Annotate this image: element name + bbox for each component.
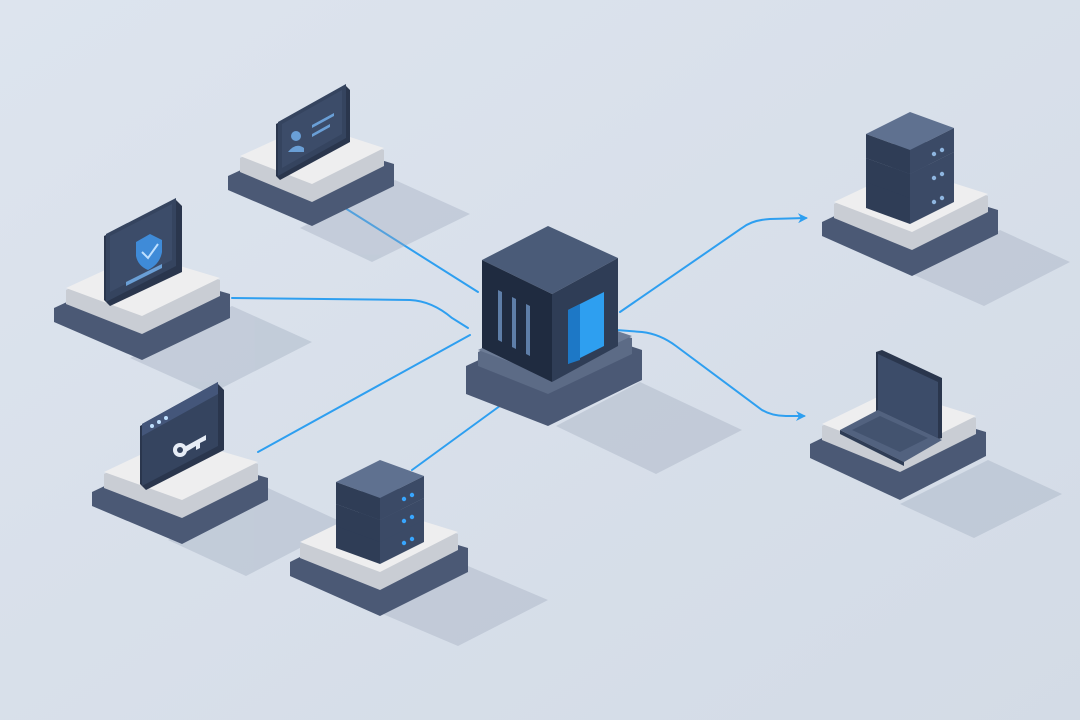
shadow-identity bbox=[300, 180, 470, 262]
shadow-datacenter bbox=[912, 230, 1070, 306]
server-stack-icon[interactable] bbox=[336, 460, 424, 564]
shadows bbox=[130, 180, 1070, 646]
shield-check-icon[interactable] bbox=[104, 198, 182, 306]
laptop-icon[interactable] bbox=[840, 350, 942, 466]
shadow-client bbox=[900, 460, 1062, 538]
shadow-security bbox=[130, 306, 312, 394]
key-window-icon[interactable] bbox=[140, 382, 224, 490]
edge-hub-datacenter[interactable] bbox=[619, 213, 808, 313]
edge-identity-hub bbox=[344, 207, 479, 293]
gateway-cube-icon[interactable] bbox=[482, 226, 618, 382]
edge-hub-client[interactable] bbox=[615, 329, 806, 421]
shadow-hub bbox=[556, 382, 742, 474]
shadow-storage bbox=[378, 566, 548, 646]
connectors bbox=[231, 207, 808, 471]
edge-credentials-hub bbox=[257, 334, 471, 453]
edge-security-hub bbox=[231, 297, 469, 329]
server-stack-icon[interactable] bbox=[866, 112, 954, 224]
identity-card-icon[interactable] bbox=[276, 0, 350, 180]
edge-storage-hub bbox=[411, 399, 509, 471]
shadow-credentials bbox=[168, 488, 346, 576]
